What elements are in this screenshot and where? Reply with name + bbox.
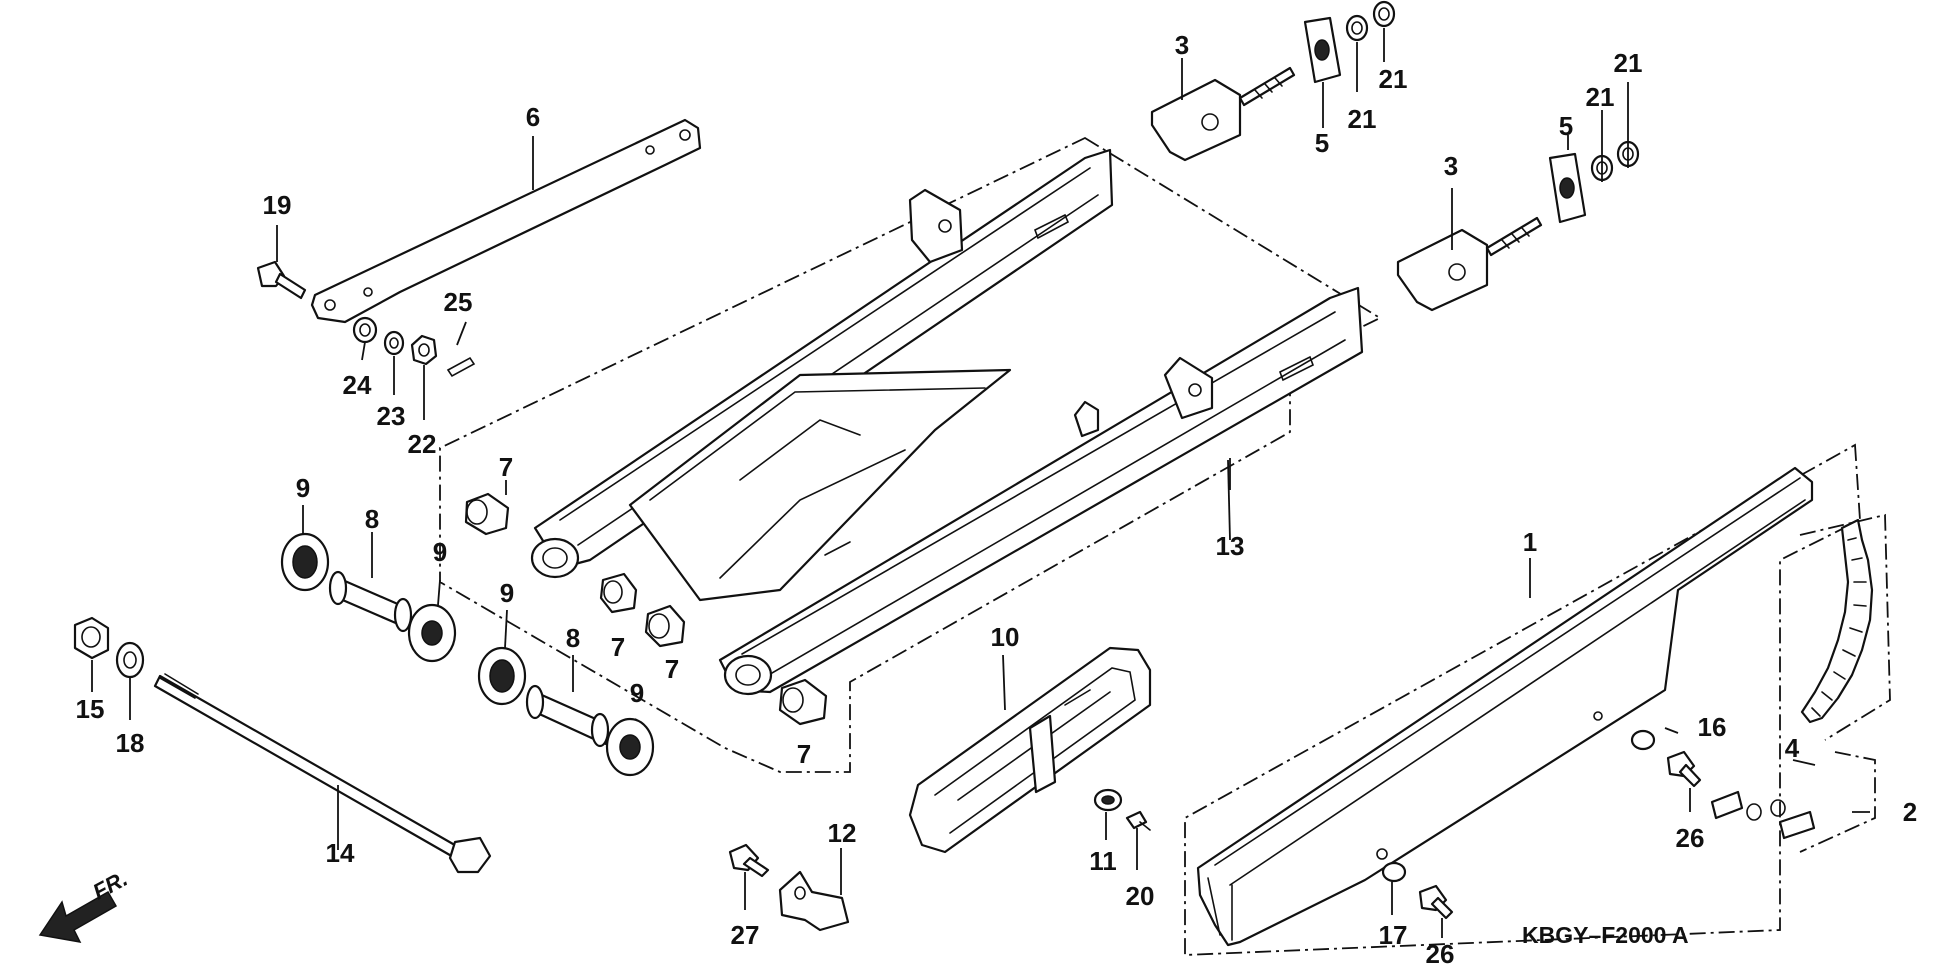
callout-labels: 1 2 3 3 4 5 5 6 7 7 7 7 8 8 9 9 9 9 10 1… [76, 30, 1918, 965]
front-direction-arrow [38, 890, 118, 943]
dust-seal-2 [407, 603, 457, 663]
callout-10: 10 [991, 622, 1020, 652]
callout-9-c: 9 [500, 578, 514, 608]
callout-16: 16 [1698, 712, 1727, 742]
callout-27: 27 [731, 920, 760, 950]
callout-23: 23 [377, 401, 406, 431]
case-grommet-17 [1381, 861, 1407, 883]
callout-12: 12 [828, 818, 857, 848]
chain-adjuster-lower [1396, 216, 1543, 312]
swingarm [530, 148, 1364, 696]
callout-7-a: 7 [499, 452, 513, 482]
pivot-bushing-2 [599, 572, 638, 614]
pivot-washer [115, 641, 145, 679]
pivot-nut [73, 616, 110, 660]
slider-washer-11 [1093, 788, 1123, 812]
dust-seal-1 [280, 532, 330, 592]
adjuster-nut-1 [1345, 14, 1369, 42]
dust-seal-3 [477, 646, 527, 706]
callout-2: 2 [1903, 797, 1917, 827]
callout-9-a: 9 [296, 473, 310, 503]
adjuster-plate-lower [1548, 152, 1587, 224]
stopper-nut-22 [410, 334, 438, 366]
adjuster-nut-2 [1372, 0, 1396, 28]
callout-19: 19 [263, 190, 292, 220]
callout-1: 1 [1523, 527, 1537, 557]
callout-7-d: 7 [797, 739, 811, 769]
callout-18: 18 [116, 728, 145, 758]
callout-6: 6 [526, 102, 540, 132]
chain-slider [908, 646, 1152, 854]
stopper-arm-bolt [256, 260, 307, 300]
callout-21-a: 21 [1348, 104, 1377, 134]
stopper-lock-washer-23 [383, 330, 405, 356]
pivot-bolt [153, 673, 492, 874]
callout-26-lower: 26 [1426, 939, 1455, 965]
callout-17: 17 [1379, 920, 1408, 950]
callout-3-upper: 3 [1175, 30, 1189, 60]
diagram-code: KBGY–F2000 A [1522, 922, 1689, 948]
callout-8-b: 8 [566, 623, 580, 653]
callout-8-a: 8 [365, 504, 379, 534]
pivot-bushing-3 [644, 604, 686, 648]
chain-case-outline [1184, 443, 1861, 956]
pivot-collar-2 [525, 684, 610, 748]
callout-24: 24 [343, 370, 372, 400]
chain-adjuster-upper [1150, 66, 1296, 162]
case-bolt-26-lower [1418, 884, 1454, 920]
callout-3-lower: 3 [1444, 151, 1458, 181]
pivot-bushing-1 [464, 492, 510, 536]
callout-7-b: 7 [611, 632, 625, 662]
callout-15: 15 [76, 694, 105, 724]
callout-5-upper: 5 [1315, 128, 1329, 158]
chain-guide-12 [778, 870, 850, 932]
callout-21-c: 21 [1586, 82, 1615, 112]
guide-bolt-27 [728, 843, 770, 878]
callout-14: 14 [326, 838, 355, 868]
leader-lines [91, 28, 1870, 938]
drive-chain [1800, 518, 1874, 724]
brake-stopper-arm [310, 118, 702, 324]
callout-21-b: 21 [1379, 64, 1408, 94]
stopper-washer-24 [352, 316, 378, 344]
chain-case [1196, 466, 1814, 947]
callout-9-b: 9 [433, 537, 447, 567]
master-link [1710, 790, 1816, 840]
callout-7-c: 7 [665, 654, 679, 684]
callout-22: 22 [408, 429, 437, 459]
callout-20: 20 [1126, 881, 1155, 911]
dust-seal-4 [605, 717, 655, 777]
callout-11: 11 [1089, 846, 1117, 876]
callout-9-d: 9 [630, 678, 644, 708]
joint-outline [1799, 751, 1876, 853]
cotter-pin-25 [446, 356, 476, 378]
pivot-collar-1 [328, 570, 413, 633]
pivot-bushing-4 [778, 678, 828, 726]
slider-screw-20 [1125, 810, 1151, 831]
callout-25: 25 [444, 287, 473, 317]
case-grommet-16 [1630, 729, 1656, 751]
adjuster-plate-upper [1303, 16, 1342, 84]
case-bolt-26-upper [1666, 750, 1702, 788]
callout-13: 13 [1216, 531, 1245, 561]
chain-outline [1799, 513, 1891, 741]
callout-5-lower: 5 [1559, 111, 1573, 141]
callout-26-upper: 26 [1676, 823, 1705, 853]
callout-21-d: 21 [1614, 48, 1643, 78]
callout-4: 4 [1785, 733, 1800, 763]
